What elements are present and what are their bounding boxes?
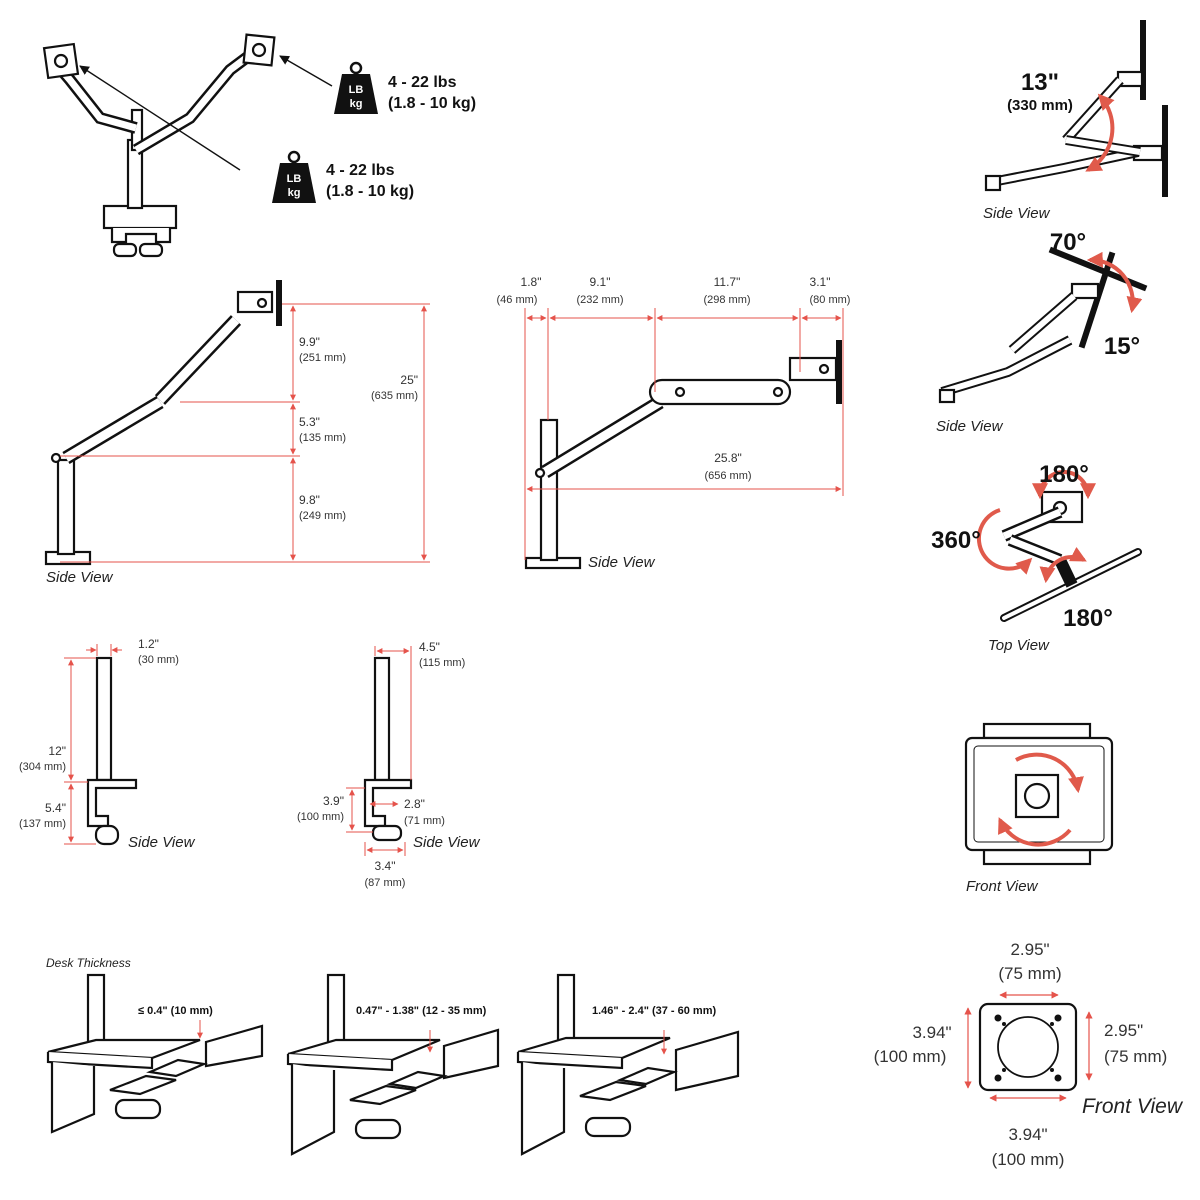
view-label: Side View <box>936 418 1004 435</box>
desk-clamp-2 <box>286 973 500 1156</box>
vesa-right-in: 2.95" <box>1104 1021 1143 1040</box>
height-dim-mid-mm: (135 mm) <box>299 432 346 444</box>
reach-seg-3-in: 11.7" <box>714 275 741 289</box>
weight-icon: LB kg <box>272 150 316 203</box>
reach-dimension-lines <box>524 308 844 560</box>
pole-b-base-in: 3.4" <box>375 859 396 873</box>
weight-icon-lb: LB <box>349 84 364 96</box>
pole-a-illustration <box>86 656 138 846</box>
side-view-reach-arm <box>524 340 842 570</box>
reach-seg-4-mm: (80 mm) <box>810 294 851 306</box>
pole-a-clamp-mm: (137 mm) <box>19 818 66 830</box>
desk-range-1: ≤ 0.4" (10 mm) <box>138 1005 213 1017</box>
height-dim-mid-in: 5.3" <box>299 415 320 429</box>
view-label: Front View <box>966 878 1039 895</box>
desk-range-3: 1.46" - 2.4" (37 - 60 mm) <box>592 1005 716 1017</box>
reach-seg-2-mm: (232 mm) <box>576 294 623 306</box>
weight-range-lbs: 4 - 22 lbs <box>388 74 457 91</box>
reach-seg-1-in: 1.8" <box>521 275 542 289</box>
pole-a-dimension-lines <box>64 644 122 845</box>
weight-icon-kg: kg <box>350 98 363 110</box>
view-label: Side View <box>588 554 656 571</box>
weight-range-kg: (1.8 - 10 kg) <box>326 183 414 200</box>
tilt-up: 70° <box>1050 229 1086 256</box>
tilt-down: 15° <box>1104 333 1140 360</box>
height-dim-upper-mm: (251 mm) <box>299 352 346 364</box>
reach-seg-2-in: 9.1" <box>590 275 611 289</box>
height-dim-lower-in: 9.8" <box>299 493 320 507</box>
vesa-left-in: 3.94" <box>912 1023 951 1042</box>
pole-b-illustration <box>363 656 413 842</box>
height-total-in: 25" <box>400 373 418 387</box>
view-label: Side View <box>46 569 114 586</box>
weight-range-kg: (1.8 - 10 kg) <box>388 95 476 112</box>
vesa-right-mm: (75 mm) <box>1104 1047 1167 1066</box>
pole-b-clamp-w-in: 2.8" <box>404 797 425 811</box>
vesa-left-mm: (100 mm) <box>874 1047 947 1066</box>
reach-total-mm: (656 mm) <box>704 470 751 482</box>
pole-b-top-in: 4.5" <box>419 640 440 654</box>
pole-a-height-mm: (304 mm) <box>19 761 66 773</box>
desk-clamp-1 <box>46 973 264 1134</box>
pole-b-clamp-h-mm: (100 mm) <box>297 811 344 823</box>
side-view-height-arm <box>44 280 282 566</box>
height-total-mm: (635 mm) <box>371 390 418 402</box>
view-label: Side View <box>128 834 196 851</box>
lift-range-mm: (330 mm) <box>1007 97 1073 114</box>
vesa-top-in: 2.95" <box>1010 940 1049 959</box>
view-label: Side View <box>413 834 481 851</box>
rotation-bottom: 180° <box>1063 605 1113 632</box>
weight-icon: LB kg <box>334 61 378 114</box>
pole-b-clamp-h-in: 3.9" <box>323 794 344 808</box>
weight-range-lbs: 4 - 22 lbs <box>326 162 395 179</box>
reach-seg-4-in: 3.1" <box>810 275 831 289</box>
pole-a-clamp-in: 5.4" <box>45 801 66 815</box>
reach-seg-1-mm: (46 mm) <box>497 294 538 306</box>
view-label: Side View <box>983 205 1051 222</box>
pole-b-top-mm: (115 mm) <box>419 657 465 669</box>
pole-b-dimension-lines <box>346 646 412 856</box>
tilt-illustration <box>938 246 1148 404</box>
reach-total-in: 25.8" <box>714 451 742 465</box>
height-dim-lower-mm: (249 mm) <box>299 510 346 522</box>
pole-a-width-in: 1.2" <box>138 637 159 651</box>
view-label: Front View <box>1082 1095 1184 1118</box>
pole-a-height-in: 12" <box>48 744 66 758</box>
desk-range-2: 0.47" - 1.38" (12 - 35 mm) <box>356 1005 487 1017</box>
pole-b-clamp-w-mm: (71 mm) <box>404 815 445 827</box>
view-label: Top View <box>988 637 1050 654</box>
weight-icon-kg: kg <box>288 187 301 199</box>
vesa-dimension-lines <box>964 991 1093 1102</box>
lift-range-in: 13" <box>1021 69 1059 96</box>
dual-arm-illustration <box>42 33 333 258</box>
height-dimension-lines <box>60 303 430 563</box>
vesa-top-mm: (75 mm) <box>998 964 1061 983</box>
weight-icon-lb: LB <box>287 173 302 185</box>
desk-clamp-3 <box>516 973 740 1156</box>
desk-thickness-title: Desk Thickness <box>46 956 131 970</box>
rotation-illustration <box>976 470 1142 622</box>
rotation-top: 180° <box>1039 461 1089 488</box>
reach-seg-3-mm: (298 mm) <box>703 294 750 306</box>
lift-illustration <box>984 20 1168 197</box>
vesa-bottom-in: 3.94" <box>1008 1125 1047 1144</box>
vesa-bottom-mm: (100 mm) <box>992 1150 1065 1169</box>
pole-b-base-mm: (87 mm) <box>365 877 406 889</box>
monitor-front-illustration <box>964 722 1114 866</box>
vesa-plate-illustration <box>978 1002 1078 1092</box>
pole-a-width-mm: (30 mm) <box>138 654 179 666</box>
rotation-left: 360° <box>931 527 981 554</box>
height-dim-upper-in: 9.9" <box>299 335 320 349</box>
